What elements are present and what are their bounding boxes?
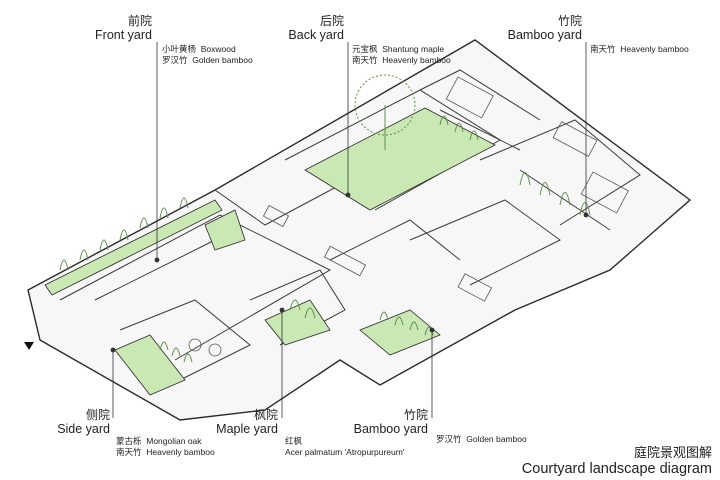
plant-cn: 南天竹 — [352, 55, 378, 65]
plant-cn: 罗汉竹 — [162, 55, 188, 65]
side-yard-label: 侧院 Side yard — [40, 408, 110, 437]
maple-yard-label: 枫院 Maple yard — [200, 408, 278, 437]
plant-en: Heavenly bamboo — [146, 447, 215, 457]
bamboo-yard-top-label: 竹院 Bamboo yard — [500, 14, 582, 43]
plant-cn: 南天竹 — [116, 447, 142, 457]
bamboo-yard-bottom-en: Bamboo yard — [353, 422, 428, 436]
plant-cn: 红枫 — [285, 436, 303, 446]
plant-cn: 南天竹 — [590, 44, 616, 54]
side-yard-area — [114, 334, 186, 396]
bamboo-yard-bottom-plants: 罗汉竹 Golden bamboo — [436, 434, 527, 445]
title-en: Courtyard landscape diagram — [521, 461, 712, 477]
maple-yard-en: Maple yard — [216, 422, 278, 436]
front-yard-en: Front yard — [95, 28, 152, 42]
building-footprint — [27, 39, 692, 421]
front-yard-plants: 小叶黄杨 Boxwood 罗汉竹 Golden bamboo — [162, 44, 253, 66]
furniture — [188, 76, 629, 357]
side-yard-cn: 侧院 — [85, 408, 110, 422]
diagram-title: 庭院景观图解 Courtyard landscape diagram — [510, 442, 712, 477]
courtyard-areas — [44, 107, 496, 396]
bamboo-yard-bottom-cn: 竹院 — [403, 408, 428, 422]
entrance-arrow-icon — [24, 342, 34, 350]
plant-en: Heavenly bamboo — [620, 44, 689, 54]
bamboo-yard-lower-area — [359, 309, 441, 356]
back-yard-label: 后院 Back yard — [276, 14, 344, 43]
plant-en: Shantung maple — [382, 44, 445, 54]
back-yard-cn: 后院 — [319, 14, 344, 28]
side-yard-plants: 蒙古栎 Mongolian oak 南天竹 Heavenly bamboo — [116, 436, 215, 458]
plant-en: Acer palmatum 'Atropurpureum' — [285, 447, 405, 457]
maple-yard-plants: 红枫 Acer palmatum 'Atropurpureum' — [285, 436, 404, 458]
title-cn: 庭院景观图解 — [633, 446, 712, 461]
back-yard-plants: 元宝枫 Shantung maple 南天竹 Heavenly bamboo — [352, 44, 451, 66]
maple-yard-cn: 枫院 — [253, 408, 278, 422]
plant-en: Heavenly bamboo — [382, 55, 451, 65]
maple-yard-area — [264, 299, 331, 346]
back-yard-en: Back yard — [288, 28, 344, 42]
maple-tree — [354, 74, 416, 136]
leader-lines — [110, 42, 589, 418]
bamboo-yard-bottom-label: 竹院 Bamboo yard — [345, 408, 428, 437]
plant-en: Boxwood — [200, 44, 236, 54]
front-yard-cn: 前院 — [127, 14, 152, 28]
plant-cn: 蒙古栎 — [116, 436, 142, 446]
side-yard-en: Side yard — [57, 422, 110, 436]
plant-cn: 小叶黄杨 — [162, 44, 197, 54]
plant-en: Golden bamboo — [466, 434, 527, 444]
plant-cn: 元宝枫 — [352, 44, 378, 54]
front-yard-label: 前院 Front yard — [90, 14, 152, 43]
plant-en: Mongolian oak — [146, 436, 202, 446]
plant-en: Golden bamboo — [192, 55, 253, 65]
interior-walls — [59, 69, 641, 381]
plants — [59, 74, 591, 363]
bamboo-yard-top-en: Bamboo yard — [507, 28, 582, 42]
bamboo-yard-top-cn: 竹院 — [557, 14, 582, 28]
bamboo-yard-top-plants: 南天竹 Heavenly bamboo — [590, 44, 689, 55]
front-yard-area — [204, 209, 246, 251]
left-strip-area — [44, 199, 223, 296]
plant-cn: 罗汉竹 — [436, 434, 462, 444]
